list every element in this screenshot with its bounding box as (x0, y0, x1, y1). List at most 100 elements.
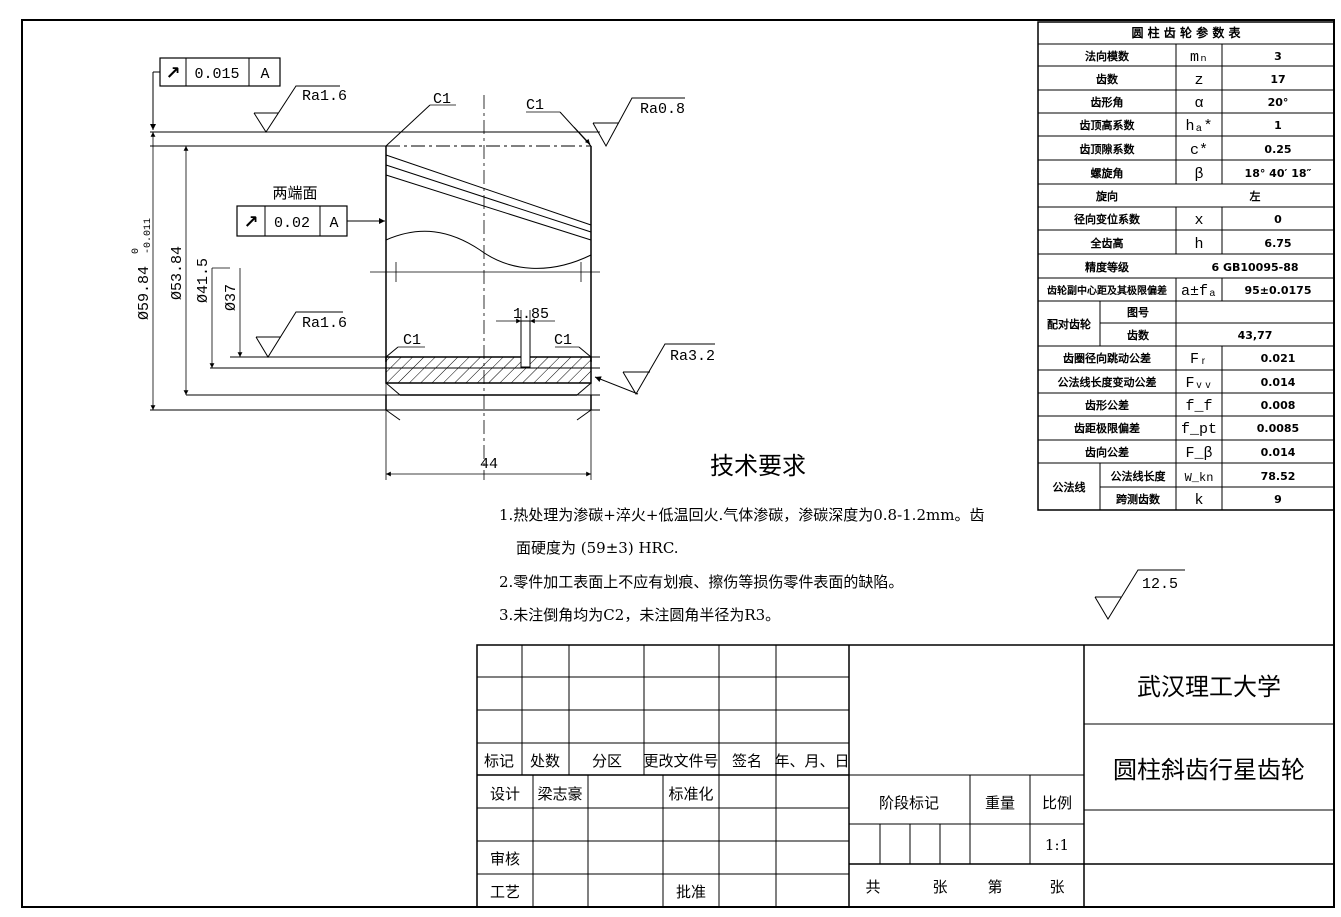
gear-row-value: 0.014 (1261, 446, 1296, 459)
gear-row-sub: 公法线长度 (1111, 469, 1167, 483)
gear-row-name: 法向模数 (1085, 49, 1130, 63)
roughness-symbols (253, 85, 1185, 620)
datum-ref: A (329, 215, 338, 232)
tb-header: 分区 (592, 752, 622, 770)
part-section-view (150, 95, 600, 480)
tb-part-name: 圆柱斜齿行星齿轮 (1113, 756, 1305, 784)
tech-req-line: 2.零件加工表面上不应有划痕、擦伤等损伤零件表面的缺陷。 (499, 573, 903, 591)
gear-row-symbol: β (1194, 166, 1203, 183)
gear-row-value: 6 GB10095-88 (1211, 261, 1298, 274)
gear-row-value: 17 (1270, 73, 1285, 86)
gear-row-symbol: f_pt (1181, 421, 1217, 438)
tb-process: 工艺 (490, 883, 520, 901)
roughness-label: Ra1.6 (302, 315, 347, 332)
tb-header: 处数 (530, 752, 560, 770)
runout-tolerance-frame-2: 两端面 ↗ 0.02 A (236, 184, 385, 237)
gear-row-value: 9 (1274, 493, 1282, 506)
tolerance-value: 0.02 (274, 215, 310, 232)
gear-row-symbol: F_β (1185, 445, 1212, 462)
gear-row-symbol: hₐ* (1185, 118, 1212, 135)
width-dimension: 44 (480, 456, 498, 473)
outer-diameter: Ø59.84 (136, 266, 153, 320)
roughness-label: 12.5 (1142, 576, 1178, 593)
tech-req-line: 3.未注倒角均为C2，未注圆角半径为R3。 (499, 606, 780, 624)
diameter-dimension: Ø37 (223, 284, 240, 311)
end-faces-label: 两端面 (272, 184, 317, 202)
gear-row-sub: 齿数 (1127, 328, 1150, 342)
gear-row-name: 齿形公差 (1085, 398, 1129, 412)
gear-row-value: 0 (1274, 213, 1282, 226)
title-block (476, 644, 1335, 908)
gear-row-value: 95±0.0175 (1245, 284, 1312, 297)
runout-arrow-icon: ↗ (165, 63, 180, 84)
diameter-dimension: Ø41.5 (195, 258, 212, 303)
roughness-label: Ra0.8 (640, 101, 685, 118)
tb-sheet-no: 第 (987, 878, 1002, 896)
gear-row-name: 公法线 (1053, 480, 1086, 494)
gear-row-value: 0.0085 (1257, 422, 1299, 435)
gear-row-symbol: k (1194, 492, 1203, 509)
tb-sheets2: 张 (1049, 878, 1064, 896)
gear-row-name: 精度等级 (1085, 260, 1130, 274)
gear-row-name: 齿形角 (1091, 95, 1124, 109)
tb-stage: 阶段标记 (879, 794, 939, 812)
gear-row-value: 20° (1268, 96, 1289, 109)
gear-row-symbol: W_kn (1185, 471, 1214, 485)
gear-row-name: 齿圈径向跳动公差 (1063, 351, 1151, 365)
tb-header: 标记 (484, 752, 514, 770)
gear-row-value: 左 (1249, 189, 1261, 203)
outer-diameter-upper-dev: 0 (131, 248, 142, 254)
tb-review: 审核 (490, 850, 520, 868)
gear-row-name: 齿距极限偏差 (1074, 421, 1140, 435)
tb-header: 签名 (732, 752, 762, 770)
roughness-label: Ra3.2 (670, 348, 715, 365)
gear-row-symbol: mₙ (1190, 49, 1208, 66)
tb-standard: 标准化 (668, 785, 713, 803)
tech-req-line: 1.热处理为渗碳+淬火+低温回火.气体渗碳，渗碳深度为0.8-1.2mm。齿 (499, 506, 984, 524)
gear-row-symbol: α (1194, 95, 1203, 112)
tb-design: 设计 (490, 785, 520, 803)
diameter-dimension: Ø53.84 (169, 246, 186, 300)
tb-approve: 批准 (676, 883, 706, 901)
outer-diameter-lower-dev: -0.011 (143, 218, 154, 254)
gear-row-value: 0.014 (1261, 376, 1296, 389)
gear-row-name: 齿向公差 (1085, 445, 1129, 459)
tech-req-title: 技术要求 (710, 452, 806, 480)
chamfer-label: C1 (403, 332, 421, 349)
tb-scale-value: 1:1 (1045, 836, 1069, 854)
groove-dimension: 1.85 (513, 306, 549, 323)
gear-parameter-table: 圆 柱 齿 轮 参 数 表 (1037, 21, 1335, 511)
runout-tolerance-frame-1: ↗ 0.015 A (150, 57, 281, 130)
tb-sheets: 张 (932, 878, 947, 896)
gear-row-name: 齿顶高系数 (1080, 118, 1136, 132)
gear-row-value: 6.75 (1264, 237, 1291, 250)
tb-total: 共 (865, 878, 880, 896)
gear-row-value: 43,77 (1238, 329, 1273, 342)
gear-row-symbol: f_f (1185, 398, 1212, 415)
gear-row-name: 全齿高 (1090, 236, 1124, 250)
gear-table-title: 圆 柱 齿 轮 参 数 表 (1131, 25, 1241, 40)
gear-row-name: 配对齿轮 (1047, 317, 1091, 331)
gear-row-symbol: a±fₐ (1181, 283, 1217, 300)
roughness-label: Ra1.6 (302, 88, 347, 105)
gear-row-value: 18° 40′ 18″ (1245, 167, 1312, 180)
gear-row-name: 公法线长度变动公差 (1058, 375, 1157, 389)
gear-row-name: 齿数 (1096, 72, 1119, 86)
tb-school: 武汉理工大学 (1137, 673, 1281, 701)
gear-row-name: 旋向 (1095, 189, 1118, 203)
gear-row-name: 螺旋角 (1091, 166, 1124, 180)
gear-row-value: 1 (1274, 119, 1282, 132)
datum-ref: A (260, 66, 269, 83)
tb-designer: 梁志豪 (537, 785, 582, 803)
gear-row-value: 78.52 (1261, 470, 1296, 483)
gear-row-symbol: h (1194, 236, 1203, 253)
gear-row-name: 齿轮副中心距及其极限偏差 (1047, 284, 1167, 297)
gear-row-symbol: c* (1190, 142, 1208, 159)
gear-row-sub: 图号 (1127, 306, 1149, 319)
gear-row-name: 径向变位系数 (1074, 212, 1141, 226)
gear-row-value: 0.021 (1261, 352, 1296, 365)
chamfer-label: C1 (526, 97, 544, 114)
gear-row-symbol: Fᵥᵥ (1185, 375, 1212, 392)
chamfer-label: C1 (554, 332, 572, 349)
